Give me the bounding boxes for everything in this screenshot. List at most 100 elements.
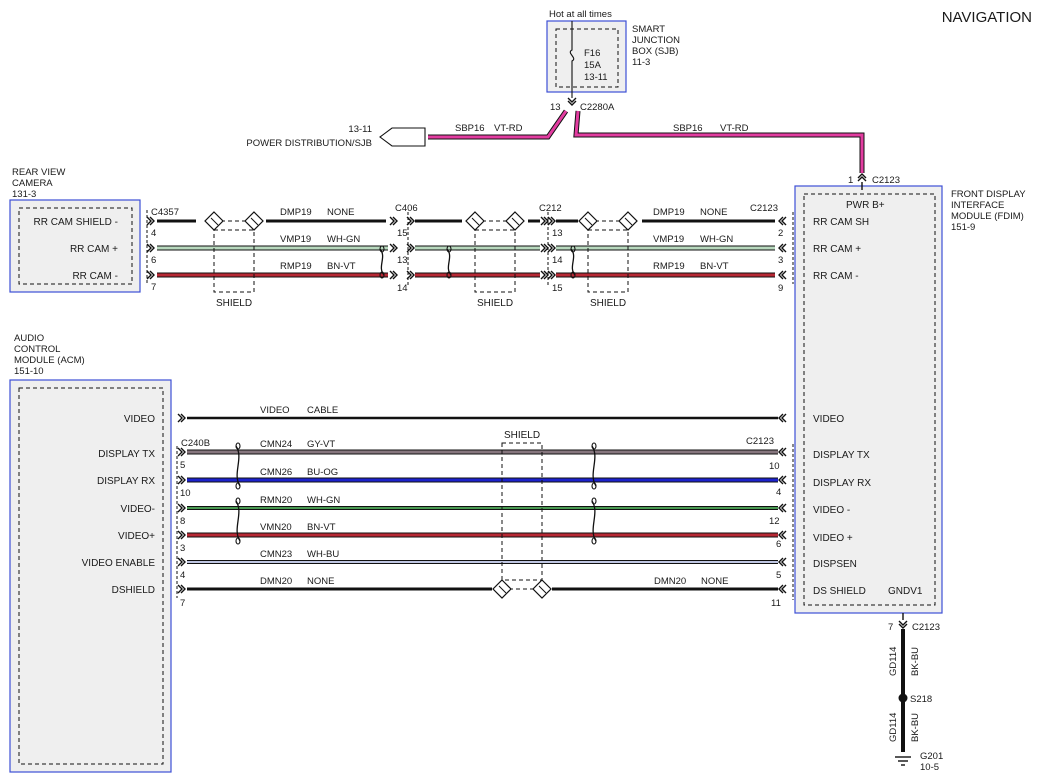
ground-ref: 10-5 xyxy=(920,762,939,773)
splice-label: S218 xyxy=(910,694,932,705)
fdim-pin-icon xyxy=(778,243,787,253)
wire-color: WH-GN xyxy=(700,234,733,245)
fdim-pin-icon xyxy=(778,475,787,485)
c212-pin: 14 xyxy=(552,255,563,266)
offpage-connector-icon xyxy=(379,127,426,147)
fdim-cam-pin: 9 xyxy=(778,283,783,294)
wire-circuit: VMN20 xyxy=(260,522,292,533)
acm-pin-icon xyxy=(177,503,186,513)
wire-color: WH-GN xyxy=(327,234,360,245)
camera-pin-label-shield: RR CAM SHIELD - xyxy=(34,217,118,228)
camera-inner-outline xyxy=(18,207,133,285)
inline-connector-c406: C406 15 13 14 xyxy=(389,203,418,294)
connector-icon xyxy=(540,243,549,253)
shield-label: SHIELD xyxy=(590,298,626,309)
acm-pin: 5 xyxy=(180,460,185,471)
fuse-ref: 13-11 xyxy=(584,72,608,83)
wire-circuit: CMN26 xyxy=(260,467,292,478)
acm-pin: 7 xyxy=(180,598,185,609)
acm-name-1: AUDIO xyxy=(14,333,44,344)
smart-junction-box: Hot at all times F16 15A 13-11 SMART JUN… xyxy=(546,9,680,113)
connector-icon xyxy=(389,270,398,280)
fdim-name-3: MODULE (FDIM) xyxy=(951,211,1024,222)
shield-outline xyxy=(213,229,255,293)
fdim-cam-connector: C2123 xyxy=(750,203,778,214)
sjb-name-1: SMART xyxy=(632,24,665,35)
c406-pin: 15 xyxy=(397,228,408,239)
inline-connector-c212: C212 13 14 15 xyxy=(539,203,563,294)
acm-name-2: CONTROL xyxy=(14,344,60,355)
fdim-acm-pin: 5 xyxy=(776,570,781,581)
wire-circuit: RMN20 xyxy=(260,495,292,506)
connector-icon xyxy=(547,243,556,253)
c240b-label: C240B xyxy=(181,438,210,449)
fdim-pwr-label: PWR B+ xyxy=(846,200,885,211)
connector-icon xyxy=(389,216,398,226)
wire-color: CABLE xyxy=(307,405,338,416)
power-wires: SBP16 VT-RD SBP16 VT-RD xyxy=(428,109,865,173)
wire-color: BU-OG xyxy=(307,467,338,478)
wire-color: BN-VT xyxy=(327,261,356,272)
wire-color: WH-BU xyxy=(307,549,339,560)
camera-pin-4: 4 xyxy=(151,228,156,239)
acm-pin-icon xyxy=(177,447,186,457)
fdim-top-pin: 1 xyxy=(848,175,853,186)
camera-pin-plus-icon xyxy=(146,243,155,253)
shield-drain-icon xyxy=(244,211,264,231)
connector-icon xyxy=(540,216,549,226)
shield-drain-icon xyxy=(204,211,224,231)
wire-color: BN-VT xyxy=(700,261,729,272)
sjb-pin: 13 xyxy=(550,102,561,113)
power-wire-2-color: VT-RD xyxy=(720,123,749,134)
acm-box xyxy=(9,379,172,773)
fdim-cam-label: RR CAM - xyxy=(813,271,859,282)
camera-pin-shield-icon xyxy=(146,216,155,226)
sjb-page-ref: 11-3 xyxy=(632,57,650,68)
camera-box xyxy=(9,199,141,293)
acm-pin-icon xyxy=(177,475,186,485)
twisted-pair-icon xyxy=(570,245,576,279)
camera-name-1: REAR VIEW xyxy=(12,167,65,178)
fdim-top-connector: C2123 xyxy=(872,175,900,186)
wire-circuit: CMN23 xyxy=(260,549,292,560)
fdim-inner-outline xyxy=(803,193,936,606)
acm-pin-icon xyxy=(177,530,186,540)
acm-pin: 8 xyxy=(180,516,185,527)
camera-pin-7: 7 xyxy=(151,282,156,293)
acm-page-ref: 151-10 xyxy=(14,366,44,377)
fdim-acm-label: VIDEO + xyxy=(813,533,853,544)
acm-pin: 3 xyxy=(180,543,185,554)
fdim-cam-label: RR CAM + xyxy=(813,244,861,255)
hot-at-all-times-label: Hot at all times xyxy=(549,9,612,20)
acm-pin-label: DISPLAY RX xyxy=(97,476,155,487)
connector-icon xyxy=(406,216,415,226)
c2280a-connector-icon xyxy=(567,97,577,106)
fdim-name-1: FRONT DISPLAY xyxy=(951,189,1026,200)
c406-label: C406 xyxy=(395,203,418,214)
ground-wire-color: BK-BU xyxy=(910,647,921,676)
connector-icon xyxy=(389,243,398,253)
camera-name-2: CAMERA xyxy=(12,178,53,189)
acm-pin-icon xyxy=(177,413,186,423)
fdim-acm-pin: 6 xyxy=(776,539,781,550)
ground-name: G201 xyxy=(920,751,943,762)
acm-video-label: VIDEO xyxy=(124,414,155,425)
wire-color: WH-GN xyxy=(307,495,340,506)
camera-wires: SHIELD SHIELD SHIELD DMP19 NONE VMP19 WH… xyxy=(157,207,775,309)
fdim-acm-label: VIDEO - xyxy=(813,505,850,516)
ground-wire-color: BK-BU xyxy=(910,713,921,742)
rear-view-camera: REAR VIEW CAMERA 131-3 RR CAM SHIELD - R… xyxy=(9,167,179,293)
fdim-pin-icon xyxy=(778,557,787,567)
twisted-pair-icon xyxy=(379,245,385,279)
acm-pin-label: DSHIELD xyxy=(112,585,155,596)
ground-circuit: 7 C2123 S218 GD114 BK-BU GD114 BK-BU G20… xyxy=(888,613,943,773)
fdim-page-ref: 151-9 xyxy=(951,222,975,233)
shield-outline xyxy=(501,442,543,581)
fdim-cam-pin: 2 xyxy=(778,228,783,239)
camera-pin-label-minus: RR CAM - xyxy=(72,271,118,282)
fdim-acm-pin: 4 xyxy=(776,487,781,498)
fdim-video-label: VIDEO xyxy=(813,414,844,425)
c212-pin: 13 xyxy=(552,228,563,239)
wire-color: NONE xyxy=(701,576,728,587)
sjb-name-2: JUNCTION xyxy=(632,35,680,46)
